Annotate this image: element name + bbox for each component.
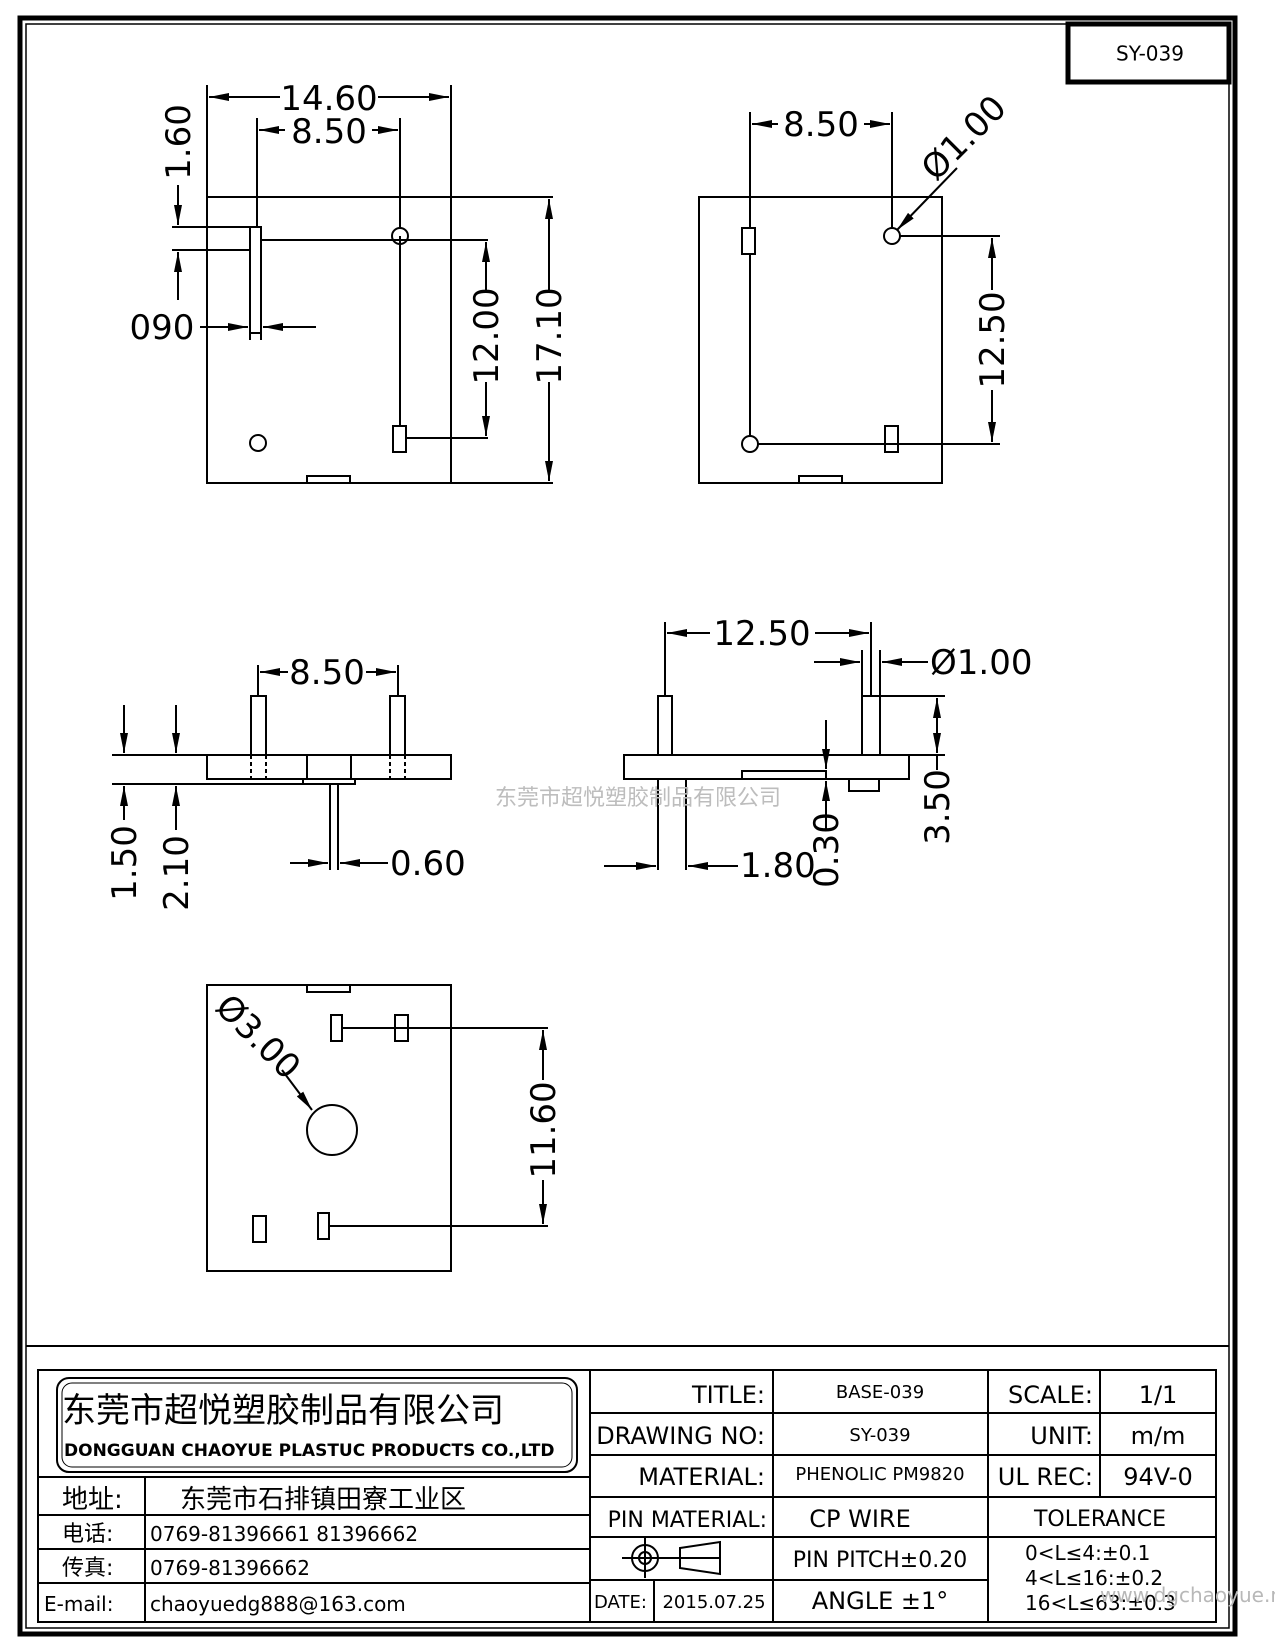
pin-hole xyxy=(741,435,759,453)
title-label: TITLE: xyxy=(691,1381,765,1409)
phone-label: 电话: xyxy=(62,1522,113,1547)
watermark: 东莞市超悦塑胶制品有限公司 xyxy=(495,786,781,811)
dim-label-span: 12.50 xyxy=(713,614,810,654)
tolerance-row: 16<L≤63:±0.3 xyxy=(1025,1591,1176,1615)
pin xyxy=(657,695,673,756)
web-watermark: www.dgchaoyue.net xyxy=(1100,1583,1275,1607)
material-label: MATERIAL: xyxy=(638,1463,765,1491)
top-right-view xyxy=(698,112,1000,484)
dim-label-standoff: 2.10 xyxy=(157,835,197,911)
title-block: 东莞市超悦塑胶制品有限公司 DONGGUAN CHAOYUE PLASTUC P… xyxy=(26,1345,1275,1623)
title-value: BASE-039 xyxy=(836,1382,924,1403)
notch xyxy=(306,475,351,483)
email-label: E-mail: xyxy=(44,1592,113,1616)
outer-frame xyxy=(17,15,1238,1637)
pin xyxy=(389,695,406,756)
pin-slot xyxy=(330,1014,343,1042)
dim-label-pin-width: 090 xyxy=(130,308,195,348)
unit-label: UNIT: xyxy=(1030,1422,1093,1450)
side-right-view xyxy=(604,622,945,870)
dim-label-hole-dia: Ø3.00 xyxy=(207,987,308,1088)
address-label: 地址: xyxy=(62,1485,123,1515)
pin-slot xyxy=(741,227,756,255)
scale-value: 1/1 xyxy=(1139,1381,1178,1409)
pin xyxy=(250,695,267,756)
pin-slot xyxy=(249,226,262,334)
dim-label-pin-gap: 1.80 xyxy=(740,846,816,886)
dim-label-pin-spacing: 8.50 xyxy=(291,112,367,152)
drawing-code: SY-039 xyxy=(1116,42,1184,66)
inner-frame xyxy=(25,23,1230,1629)
dim-label-pin-dia: Ø1.00 xyxy=(930,643,1032,683)
dim-label-hole-dia: Ø1.00 xyxy=(914,88,1015,189)
base-outline xyxy=(206,196,452,484)
pin-slot xyxy=(884,425,899,453)
unit-value: m/m xyxy=(1131,1422,1186,1450)
top-left-view xyxy=(172,85,553,484)
leader-line xyxy=(281,1069,313,1111)
dim-label-thickness: 1.50 xyxy=(105,825,145,901)
company-name-cn: 东莞市超悦塑胶制品有限公司 xyxy=(62,1391,504,1431)
dim-label-height: 12.50 xyxy=(973,291,1013,388)
dim-label-pin-spacing: 8.50 xyxy=(289,653,365,693)
dim-label-top-offset: 1.60 xyxy=(159,104,199,180)
ul-label: UL REC: xyxy=(998,1463,1093,1491)
side-left-view xyxy=(112,665,452,870)
dim-label-height: 11.60 xyxy=(524,1081,564,1178)
leader-line xyxy=(896,167,958,231)
base-outline xyxy=(206,984,452,1272)
bottom-view xyxy=(206,984,548,1272)
phone-value: 0769-81396661 81396662 xyxy=(150,1522,418,1546)
center-hole xyxy=(306,1104,358,1156)
drawing-no-value: SY-039 xyxy=(849,1425,910,1446)
company-box-inner xyxy=(61,1382,573,1468)
step xyxy=(741,770,827,780)
pin-pitch: PIN PITCH±0.20 xyxy=(793,1548,967,1573)
angle-tolerance: ANGLE ±1° xyxy=(812,1587,949,1615)
pin-material-label: PIN MATERIAL: xyxy=(608,1508,767,1533)
tolerance-row: 0<L≤4:±0.1 xyxy=(1025,1541,1150,1565)
base-side-outline xyxy=(206,754,452,780)
notch xyxy=(798,475,843,483)
foot xyxy=(848,778,880,792)
fax-label: 传真: xyxy=(62,1556,113,1581)
center-block xyxy=(306,754,352,780)
drawing-code-box xyxy=(1065,21,1232,85)
company-name-en: DONGGUAN CHAOYUE PLASTUC PRODUCTS CO.,LT… xyxy=(64,1441,554,1461)
dim-label-pin-height: 3.50 xyxy=(918,769,958,845)
material-value: PHENOLIC PM9820 xyxy=(795,1464,964,1485)
email-value: chaoyuedg888@163.com xyxy=(150,1592,406,1616)
dim-label-inner-height: 12.00 xyxy=(467,287,507,384)
dim-label-width: 14.60 xyxy=(280,79,377,119)
dim-label-pin-spacing: 8.50 xyxy=(783,105,859,145)
address-value: 东莞市石排镇田寮工业区 xyxy=(180,1485,466,1515)
standoff xyxy=(302,778,356,785)
tolerance-row: 4<L≤16:±0.2 xyxy=(1025,1566,1163,1590)
pin-slot xyxy=(392,425,407,453)
ul-value: 94V-0 xyxy=(1123,1463,1192,1491)
projection-symbol xyxy=(622,1538,721,1578)
pin-hole xyxy=(249,434,267,452)
date-label: DATE: xyxy=(594,1592,647,1613)
dim-label-total-height: 17.10 xyxy=(530,287,570,384)
drawing-no-label: DRAWING NO: xyxy=(596,1422,765,1450)
notch xyxy=(306,985,351,993)
tolerance-label: TOLERANCE xyxy=(1033,1507,1166,1532)
pin-material-value: CP WIRE xyxy=(809,1505,911,1533)
scale-label: SCALE: xyxy=(1008,1381,1093,1409)
base-side-outline xyxy=(623,754,910,780)
pin-slot xyxy=(317,1212,330,1240)
base-outline xyxy=(698,196,943,484)
dim-label-step: 0.30 xyxy=(807,812,847,888)
date-value: 2015.07.25 xyxy=(662,1592,765,1613)
company-box xyxy=(56,1377,578,1473)
pin xyxy=(861,695,881,756)
fax-value: 0769-81396662 xyxy=(150,1556,310,1580)
dim-label-tab-width: 0.60 xyxy=(390,844,466,884)
pin-slot xyxy=(252,1215,267,1243)
